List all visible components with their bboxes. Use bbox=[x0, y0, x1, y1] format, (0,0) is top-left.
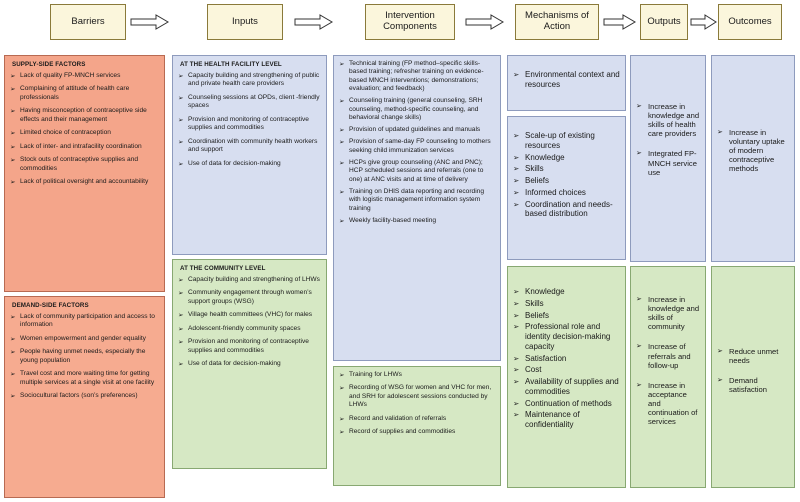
list-item: Integrated FP-MNCH service use bbox=[636, 149, 700, 176]
list-item: Cost bbox=[513, 365, 620, 375]
list-item: Increase of referrals and follow-up bbox=[636, 342, 700, 369]
list-item: Increase in acceptance and continuation … bbox=[636, 381, 700, 427]
list-item: Lack of inter- and intrafacility coordin… bbox=[10, 143, 159, 152]
list-item: Knowledge bbox=[513, 287, 620, 297]
header-mechanisms: Mechanisms of Action bbox=[515, 4, 599, 40]
list-item: Counseling training (general counseling,… bbox=[339, 97, 495, 122]
demand-side-box: DEMAND-SIDE FACTORS Lack of community pa… bbox=[4, 296, 165, 498]
list-item: Maintenance of confidentiality bbox=[513, 410, 620, 430]
list-item: Technical training (FP method–specific s… bbox=[339, 60, 495, 94]
list-item: Scale-up of existing resources bbox=[513, 131, 620, 151]
list-item: Capacity building and strengthening of p… bbox=[178, 72, 321, 89]
list-item: Use of data for decision-making bbox=[178, 360, 321, 369]
mechanisms-community-box: Knowledge Skills Beliefs Professional ro… bbox=[507, 266, 626, 488]
list-item: Increase in voluntary uptake of modern c… bbox=[717, 128, 789, 174]
intervention-community-box: Training for LHWs Recording of WSG for w… bbox=[333, 366, 501, 486]
list-item: Skills bbox=[513, 299, 620, 309]
list-item: Availability of supplies and commodities bbox=[513, 377, 620, 397]
list-item: Provision and monitoring of contraceptiv… bbox=[178, 116, 321, 133]
inputs-community-box: AT THE COMMUNITY LEVEL Capacity building… bbox=[172, 259, 327, 469]
list-item: People having unmet needs, especially th… bbox=[10, 348, 159, 365]
supply-side-title: SUPPLY-SIDE FACTORS bbox=[12, 61, 86, 68]
list-item: Beliefs bbox=[513, 176, 620, 186]
list-item: Training for LHWs bbox=[339, 371, 495, 380]
list-item: Travel cost and more waiting time for ge… bbox=[10, 370, 159, 387]
list-item: HCPs give group counseling (ANC and PNC)… bbox=[339, 159, 495, 184]
intervention-facility-box: Technical training (FP method–specific s… bbox=[333, 55, 501, 361]
header-outcomes: Outcomes bbox=[718, 4, 782, 40]
list-item: Lack of community participation and acce… bbox=[10, 313, 159, 330]
outcomes-community-box: Reduce unmet needs Demand satisfaction bbox=[711, 266, 795, 488]
list-item: Recording of WSG for women and VHC for m… bbox=[339, 384, 495, 409]
header-intervention: Intervention Components bbox=[365, 4, 455, 40]
outcomes-facility-box: Increase in voluntary uptake of modern c… bbox=[711, 55, 795, 262]
list-item: Use of data for decision-making bbox=[178, 160, 321, 169]
list-item: Having misconception of contraceptive si… bbox=[10, 107, 159, 124]
header-barriers: Barriers bbox=[50, 4, 126, 40]
list-item: Sociocultural factors (son’s preferences… bbox=[10, 392, 159, 401]
supply-side-box: SUPPLY-SIDE FACTORS Lack of quality FP-M… bbox=[4, 55, 165, 292]
list-item: Increase in knowledge and skills of heal… bbox=[636, 102, 700, 138]
list-item: Lack of quality FP-MNCH services bbox=[10, 72, 159, 81]
list-item: Stock outs of contraceptive supplies and… bbox=[10, 156, 159, 173]
list-item: Reduce unmet needs bbox=[717, 347, 789, 365]
arrow-icon bbox=[294, 14, 333, 30]
list-item: Counseling sessions at OPDs, client -fri… bbox=[178, 94, 321, 111]
arrow-icon bbox=[130, 14, 169, 30]
list-item: Provision of same-day FP counseling to m… bbox=[339, 138, 495, 155]
list-item: Coordination and needs-based distributio… bbox=[513, 200, 620, 220]
list-item: Weekly facility-based meeting bbox=[339, 217, 495, 226]
list-item: Beliefs bbox=[513, 311, 620, 321]
outputs-facility-box: Increase in knowledge and skills of heal… bbox=[630, 55, 706, 262]
list-item: Lack of political oversight and accounta… bbox=[10, 178, 159, 187]
list-item: Professional role and identity decision-… bbox=[513, 322, 620, 351]
list-item: Record of supplies and commodities bbox=[339, 428, 495, 437]
list-item: Community engagement through women’s sup… bbox=[178, 289, 321, 306]
inputs-facility-box: AT THE HEALTH FACILITY LEVEL Capacity bu… bbox=[172, 55, 327, 255]
community-level-title: AT THE COMMUNITY LEVEL bbox=[180, 265, 266, 272]
list-item: Skills bbox=[513, 164, 620, 174]
list-item: Informed choices bbox=[513, 188, 620, 198]
list-item: Continuation of methods bbox=[513, 399, 620, 409]
demand-side-title: DEMAND-SIDE FACTORS bbox=[12, 302, 89, 309]
list-item: Satisfaction bbox=[513, 354, 620, 364]
arrow-icon bbox=[603, 14, 636, 30]
list-item: Knowledge bbox=[513, 153, 620, 163]
header-inputs: Inputs bbox=[207, 4, 283, 40]
header-outputs: Outputs bbox=[640, 4, 688, 40]
arrow-icon bbox=[690, 14, 717, 30]
mechanisms-facility-box: Scale-up of existing resources Knowledge… bbox=[507, 116, 626, 260]
list-item: Complaining of attitude of health care p… bbox=[10, 85, 159, 102]
list-item: Limited choice of contraception bbox=[10, 129, 159, 138]
list-item: Capacity building and strengthening of L… bbox=[178, 276, 321, 285]
arrow-icon bbox=[465, 14, 504, 30]
list-item: Training on DHIS data reporting and reco… bbox=[339, 188, 495, 213]
list-item: Provision and monitoring of contraceptiv… bbox=[178, 338, 321, 355]
list-item: Record and validation of referrals bbox=[339, 415, 495, 424]
list-item: Adolescent-friendly community spaces bbox=[178, 325, 321, 334]
list-item: Demand satisfaction bbox=[717, 376, 789, 394]
facility-level-title: AT THE HEALTH FACILITY LEVEL bbox=[180, 61, 282, 68]
list-item: Village health committees (VHC) for male… bbox=[178, 311, 321, 320]
list-item: Women empowerment and gender equality bbox=[10, 335, 159, 344]
list-item: Increase in knowledge and skills of comm… bbox=[636, 295, 700, 331]
list-item: Environmental context and resources bbox=[513, 70, 620, 90]
list-item: Provision of updated guidelines and manu… bbox=[339, 126, 495, 135]
outputs-community-box: Increase in knowledge and skills of comm… bbox=[630, 266, 706, 488]
list-item: Coordination with community health worke… bbox=[178, 138, 321, 155]
mechanisms-environment-box: Environmental context and resources bbox=[507, 55, 626, 111]
